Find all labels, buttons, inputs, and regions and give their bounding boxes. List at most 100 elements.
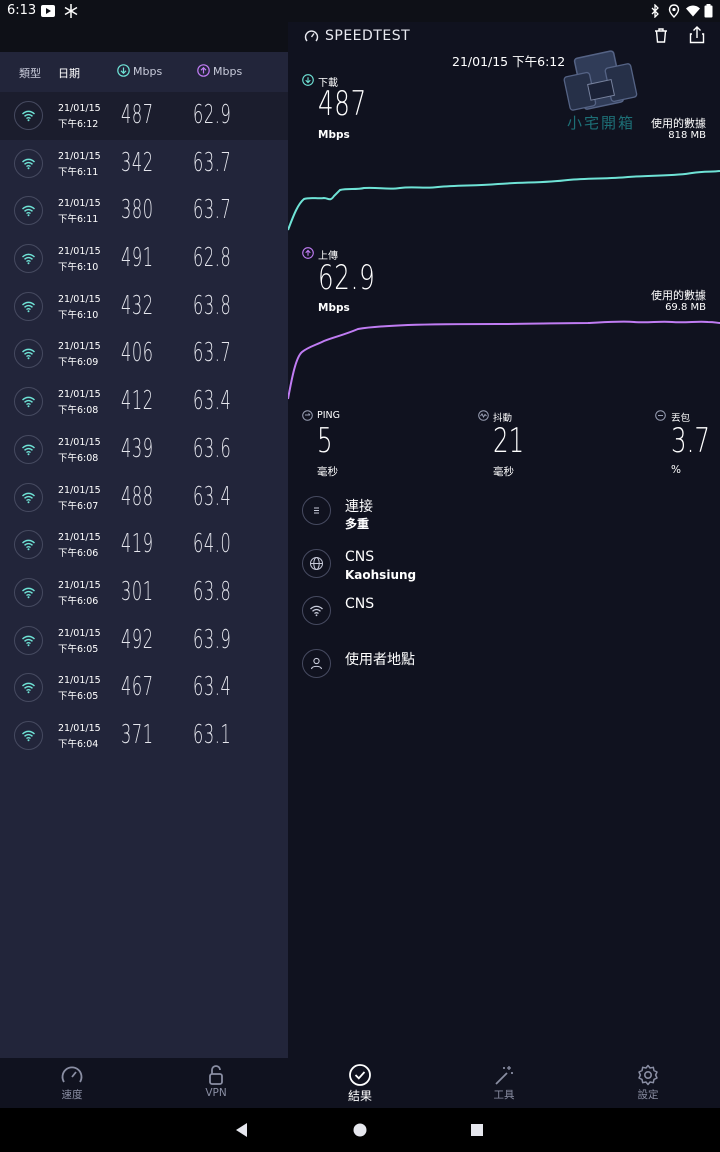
history-time: 下午6:06	[58, 548, 99, 560]
history-upload: 63.4	[193, 386, 232, 417]
connection-type-badge	[14, 291, 43, 321]
history-upload: 63.7	[193, 338, 232, 369]
column-type[interactable]: 類型	[19, 67, 41, 80]
wifi-icon	[22, 635, 35, 646]
history-date: 21/01/15	[58, 579, 101, 591]
upload-speed-graph	[288, 320, 720, 400]
download-data-used-label: 使用的數據	[651, 117, 706, 130]
history-upload: 62.9	[193, 100, 232, 130]
wifi-icon	[22, 444, 35, 456]
history-download: 491	[121, 243, 154, 274]
connection-type-badge	[14, 339, 43, 369]
history-download: 492	[121, 624, 154, 655]
history-date: 21/01/15	[58, 293, 101, 305]
status-time: 6:13	[7, 3, 37, 18]
history-date: 21/01/15	[58, 246, 101, 258]
connection-type-badge	[14, 196, 43, 226]
back-icon[interactable]	[234, 1122, 248, 1138]
nav-speed[interactable]: 速度	[32, 1064, 112, 1102]
speedtest-logo-icon	[304, 30, 319, 42]
connection-row: 連接 多重	[302, 496, 702, 536]
trash-icon[interactable]	[653, 27, 669, 44]
history-time: 下午6:06	[58, 595, 99, 607]
user-location-row[interactable]: 使用者地點	[302, 649, 702, 689]
nav-speed-label: 速度	[61, 1089, 83, 1101]
ping-value: 5	[317, 421, 333, 461]
nav-settings[interactable]: 設定	[608, 1064, 688, 1102]
history-time: 下午6:10	[58, 309, 99, 321]
connection-type-badge	[14, 244, 43, 274]
wifi-icon	[22, 682, 35, 694]
nav-vpn[interactable]: VPN	[176, 1064, 256, 1099]
share-icon[interactable]	[689, 26, 705, 44]
status-bar: 6:13	[0, 0, 720, 22]
history-download: 371	[121, 719, 154, 750]
connection-type-badge	[14, 101, 43, 130]
wifi-icon	[22, 158, 35, 169]
wifi-icon	[22, 587, 35, 599]
wifi-icon	[22, 206, 35, 217]
connections-icon	[314, 507, 319, 514]
history-download: 432	[121, 290, 154, 321]
packet-loss-label: 丟包	[671, 413, 691, 424]
wifi-icon	[22, 110, 35, 122]
recents-icon[interactable]	[471, 1124, 483, 1136]
column-upload[interactable]: Mbps	[213, 65, 243, 78]
history-time: 下午6:05	[58, 691, 99, 703]
watermark-text: 小宅開箱	[567, 114, 636, 132]
jitter-icon	[478, 410, 489, 421]
history-download: 487	[121, 100, 154, 130]
history-upload: 63.4	[193, 672, 232, 703]
column-date[interactable]: 日期	[58, 67, 80, 80]
history-header: 類型 日期 Mbps Mbps	[0, 52, 288, 92]
history-time: 下午6:10	[58, 262, 99, 274]
history-download: 406	[121, 338, 154, 369]
history-date: 21/01/15	[58, 198, 101, 210]
packet-loss-unit: %	[671, 464, 681, 476]
history-date: 21/01/15	[58, 532, 101, 544]
upload-data-used-label: 使用的數據	[651, 289, 706, 302]
nav-tools[interactable]: 工具	[464, 1064, 544, 1102]
server-row[interactable]: CNS Kaohsiung	[302, 549, 702, 589]
nav-results[interactable]: 結果	[320, 1064, 400, 1104]
connection-type-badge	[14, 387, 43, 417]
connection-type-badge	[14, 530, 43, 560]
location-icon	[668, 4, 680, 18]
upload-value: 62.9	[318, 258, 376, 298]
ping-label: PING	[317, 410, 340, 421]
wifi-icon	[22, 539, 35, 551]
history-date: 21/01/15	[58, 484, 101, 496]
history-time: 下午6:12	[58, 119, 99, 130]
history-time: 下午6:05	[58, 643, 99, 655]
column-download[interactable]: Mbps	[133, 65, 163, 78]
home-icon[interactable]	[353, 1123, 367, 1137]
user-location-label: 使用者地點	[345, 652, 415, 668]
packet-loss-value: 3.7	[671, 421, 710, 461]
history-time: 下午6:08	[58, 405, 99, 417]
nav-settings-label: 設定	[637, 1089, 659, 1101]
upload-icon	[302, 247, 314, 259]
history-download: 380	[121, 195, 154, 226]
download-data-used: 818 MB	[668, 130, 706, 141]
history-upload: 63.4	[193, 481, 232, 512]
history-date: 21/01/15	[58, 436, 101, 448]
wifi-status-icon	[686, 5, 700, 17]
history-time: 下午6:04	[58, 738, 99, 750]
connection-type-badge	[14, 720, 43, 750]
wifi-icon	[22, 492, 35, 503]
